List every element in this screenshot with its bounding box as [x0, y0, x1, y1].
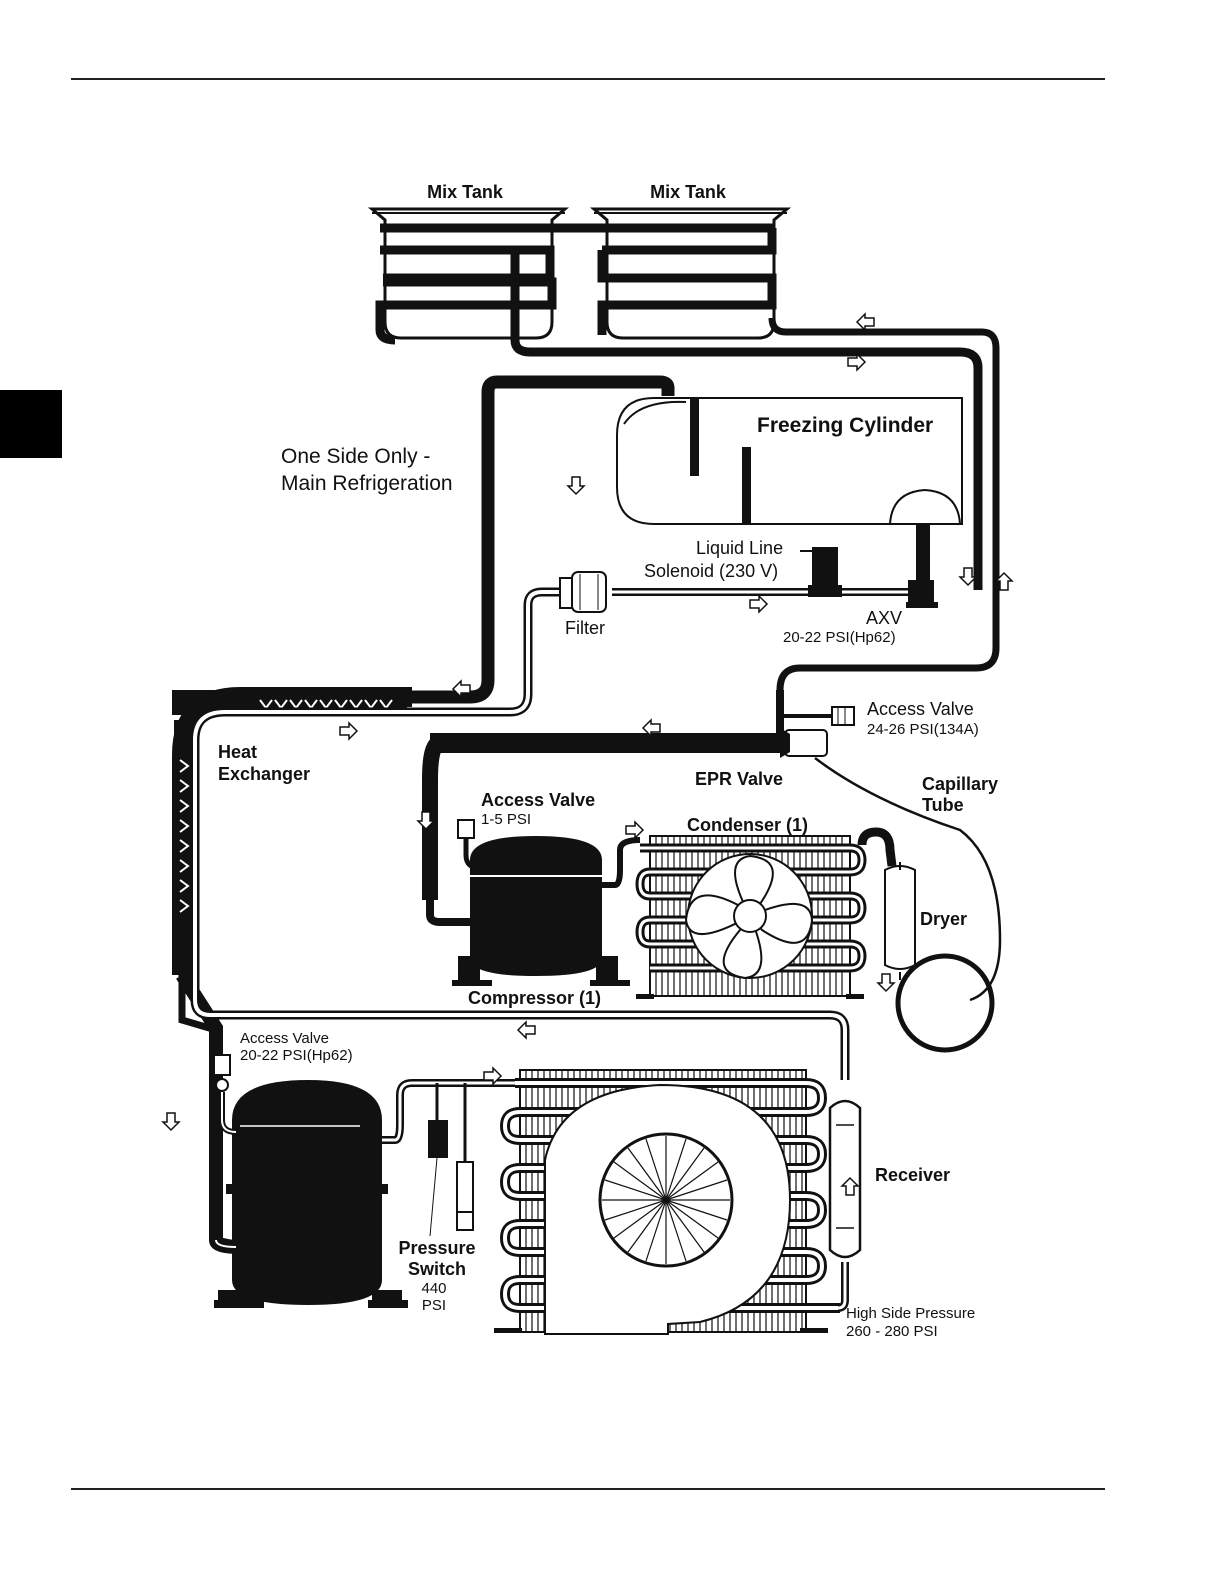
liquid-line-label-line1: Liquid Line: [696, 538, 783, 558]
pressure-switch-value-line2: PSI: [422, 1297, 446, 1314]
heat-exchanger-label-line2: Exchanger: [218, 764, 310, 784]
main-condenser: [494, 1069, 840, 1335]
condenser-1: [635, 835, 867, 999]
capillary-coil: [895, 953, 995, 1053]
epr-valve: [422, 690, 828, 926]
high-side-pressure-label: High Side Pressure: [846, 1305, 975, 1322]
main-compressor: [214, 1079, 515, 1308]
one-side-label-line1: One Side Only -: [281, 445, 430, 468]
axv-pressure-label: 20-22 PSI(Hp62): [783, 629, 896, 646]
liquid-line-solenoid: [800, 547, 842, 597]
access-valve-top-pressure: 24-26 PSI(134A): [867, 721, 979, 738]
freezing-cylinder-label: Freezing Cylinder: [757, 414, 933, 437]
heat-exchanger-label-line1: Heat: [218, 742, 257, 762]
compressor-1-label: Compressor (1): [468, 988, 601, 1008]
capillary-tube: [814, 757, 1002, 1002]
capillary-tube-label-line1: Capillary: [922, 774, 998, 794]
section-tab: [0, 390, 62, 458]
tank-coils: [375, 223, 1000, 720]
blower: [544, 1083, 792, 1335]
axv-valve: [906, 524, 938, 608]
one-side-label-line2: Main Refrigeration: [281, 472, 453, 495]
filter-label: Filter: [565, 618, 605, 638]
access-valve-mid-label: Access Valve: [481, 790, 595, 810]
access-valve-top: [782, 706, 855, 726]
epr-valve-label: EPR Valve: [695, 769, 783, 789]
receiver-label: Receiver: [875, 1165, 950, 1185]
filter: [559, 571, 607, 613]
liquid-line-label-line2: Solenoid (230 V): [644, 561, 778, 581]
axv-label: AXV: [866, 608, 902, 628]
access-valve-low-label: Access Valve: [240, 1030, 329, 1047]
pressure-switch-label-line1: Pressure: [398, 1238, 475, 1258]
access-valve-low-pressure: 20-22 PSI(Hp62): [240, 1047, 353, 1064]
pressure-switch: [428, 1083, 474, 1237]
access-valve-low: [213, 1054, 237, 1248]
freezing-cylinder: [616, 397, 963, 525]
compressor-1: [452, 819, 641, 986]
dryer-label: Dryer: [920, 909, 967, 929]
pressure-switch-value-line1: 440: [421, 1280, 446, 1297]
condenser-fan: [684, 853, 814, 980]
header-rule: [71, 78, 1105, 80]
condenser-1-label: Condenser (1): [687, 815, 808, 835]
mix-tank-right-label: Mix Tank: [650, 182, 727, 202]
receiver: [828, 1099, 862, 1312]
access-valve-mid-pressure: 1-5 PSI: [481, 811, 531, 828]
liquid-line: [190, 587, 920, 1080]
high-side-pressure-value: 260 - 280 PSI: [846, 1323, 938, 1340]
dryer: [857, 827, 916, 980]
mix-tank-left-label: Mix Tank: [427, 182, 504, 202]
footer-rule: [71, 1488, 1105, 1490]
access-valve-top-label: Access Valve: [867, 699, 974, 719]
capillary-tube-label-line2: Tube: [922, 795, 964, 815]
pressure-switch-label-line2: Switch: [408, 1259, 466, 1279]
heat-exchanger: [172, 690, 407, 970]
